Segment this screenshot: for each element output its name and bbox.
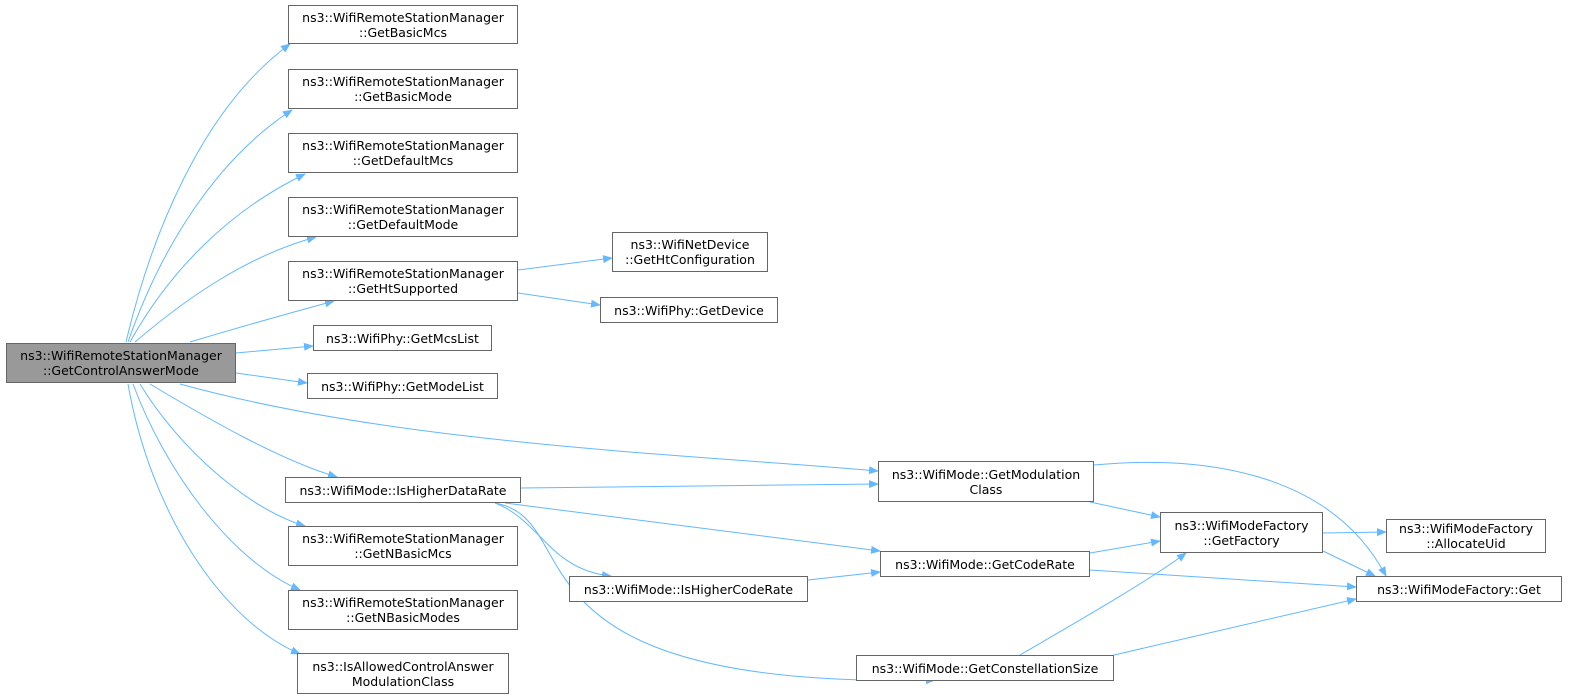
node-label-line: ns3::WifiRemoteStationManager bbox=[302, 595, 504, 610]
node-label-line: ns3::WifiRemoteStationManager bbox=[302, 138, 504, 153]
node-label-line: ::GetFactory bbox=[1203, 532, 1280, 548]
node-label-line: ns3::WifiRemoteStationManager bbox=[302, 531, 504, 546]
node-label-line: ns3::WifiRemoteStationManager bbox=[302, 266, 504, 281]
edge-isHigherDataRate-to-getModulationClass bbox=[520, 480, 879, 489]
edge-root-to-getDefaultMode bbox=[134, 235, 317, 343]
node-label-line: ::GetControlAnswerMode bbox=[43, 363, 199, 378]
node-label-line: ::GetBasicMode bbox=[354, 89, 452, 104]
node-label-line: ::GetNBasicModes bbox=[346, 610, 460, 625]
node-label-line: ns3::WifiRemoteStationManager bbox=[302, 9, 504, 25]
node-getModeList[interactable]: ns3::WifiPhy::GetModeList bbox=[307, 373, 498, 399]
edge-getModulationClass-to-factoryGet bbox=[1093, 461, 1387, 577]
edge-getConstellationSize-to-factoryGet bbox=[1113, 597, 1357, 656]
edge-getModulationClass-to-getFactory bbox=[1089, 501, 1161, 520]
node-label-line: ns3::WifiRemoteStationManager bbox=[302, 74, 504, 89]
edge-getHtSupported-to-getDevice bbox=[517, 292, 601, 308]
node-label-line: ::GetDefaultMode bbox=[347, 217, 459, 232]
node-allocateUid[interactable]: ns3::WifiModeFactory::AllocateUid bbox=[1386, 519, 1546, 553]
node-isHigherCodeRate[interactable]: ns3::WifiMode::IsHigherCodeRate bbox=[569, 576, 808, 602]
node-label-line: ns3::WifiMode::IsHigherCodeRate bbox=[583, 581, 794, 597]
edge-root-to-getModeList bbox=[235, 372, 308, 386]
node-label-line: ns3::WifiNetDevice bbox=[630, 237, 750, 252]
edge-getCodeRate-to-factoryGet bbox=[1089, 569, 1357, 591]
node-getFactory[interactable]: ns3::WifiModeFactory::GetFactory bbox=[1160, 512, 1323, 553]
node-label-line: ns3::WifiRemoteStationManager bbox=[20, 348, 222, 363]
node-getConstellationSize[interactable]: ns3::WifiMode::GetConstellationSize bbox=[856, 655, 1114, 681]
node-label-line: ::GetHtSupported bbox=[347, 281, 459, 296]
node-factoryGet[interactable]: ns3::WifiModeFactory::Get bbox=[1356, 576, 1562, 602]
node-getDevice[interactable]: ns3::WifiPhy::GetDevice bbox=[600, 297, 778, 323]
edge-root-to-getNBasicMcs bbox=[139, 383, 306, 528]
edge-root-to-getModulationClass bbox=[179, 383, 879, 475]
node-label-line: ::GetDefaultMcs bbox=[352, 153, 454, 168]
edge-root-to-isAllowed bbox=[127, 383, 301, 655]
edge-getFactory-to-allocateUid bbox=[1322, 528, 1387, 537]
node-getCodeRate[interactable]: ns3::WifiMode::GetCodeRate bbox=[880, 551, 1090, 577]
node-root: ns3::WifiRemoteStationManager::GetContro… bbox=[6, 343, 236, 383]
node-getDefaultMcs[interactable]: ns3::WifiRemoteStationManager::GetDefaul… bbox=[288, 133, 518, 173]
edge-root-to-getNBasicModes bbox=[132, 383, 301, 591]
node-label-line: ns3::WifiModeFactory::Get bbox=[1377, 581, 1541, 597]
node-label-line: ns3::WifiModeFactory bbox=[1174, 517, 1309, 533]
edge-root-to-getHtSupported bbox=[189, 299, 335, 343]
node-label-line: ns3::WifiModeFactory bbox=[1399, 521, 1533, 536]
node-label-line: Class bbox=[969, 481, 1003, 497]
edge-getCodeRate-to-getFactory bbox=[1089, 538, 1161, 554]
node-label-line: ns3::WifiPhy::GetMcsList bbox=[326, 330, 479, 346]
edge-isHigherDataRate-to-getCodeRate bbox=[504, 502, 881, 554]
node-label-line: ::GetBasicMcs bbox=[359, 24, 447, 40]
edge-getConstellationSize-to-getFactory bbox=[1019, 552, 1187, 656]
edge-root-to-getBasicMode bbox=[127, 109, 293, 343]
node-label-line: ModulationClass bbox=[351, 673, 455, 689]
node-label-line: ::AllocateUid bbox=[1426, 536, 1506, 551]
edge-isHigherCodeRate-to-getCodeRate bbox=[807, 569, 881, 581]
node-label-line: ns3::WifiMode::GetConstellationSize bbox=[871, 660, 1099, 676]
edge-isHigherDataRate-to-isHigherCodeRate bbox=[494, 502, 612, 580]
node-label-line: ns3::WifiMode::IsHigherDataRate bbox=[299, 482, 507, 498]
edge-root-to-getDefaultMcs bbox=[129, 173, 306, 343]
edge-root-to-getMcsList bbox=[235, 342, 314, 354]
edge-root-to-getBasicMcs bbox=[125, 43, 291, 343]
node-label-line: ns3::WifiRemoteStationManager bbox=[302, 202, 504, 217]
node-label-line: ns3::IsAllowedControlAnswer bbox=[312, 658, 494, 674]
node-getHtConfiguration[interactable]: ns3::WifiNetDevice::GetHtConfiguration bbox=[612, 232, 768, 272]
edge-getFactory-to-factoryGet bbox=[1322, 550, 1376, 577]
node-getBasicMcs[interactable]: ns3::WifiRemoteStationManager::GetBasicM… bbox=[288, 5, 518, 44]
node-label-line: ns3::WifiPhy::GetModeList bbox=[321, 378, 484, 394]
node-label-line: ::GetNBasicMcs bbox=[354, 546, 452, 561]
node-getBasicMode[interactable]: ns3::WifiRemoteStationManager::GetBasicM… bbox=[288, 69, 518, 109]
node-label-line: ns3::WifiPhy::GetDevice bbox=[614, 302, 764, 318]
node-getMcsList[interactable]: ns3::WifiPhy::GetMcsList bbox=[313, 325, 492, 351]
node-isHigherDataRate[interactable]: ns3::WifiMode::IsHigherDataRate bbox=[285, 477, 521, 503]
node-getNBasicModes[interactable]: ns3::WifiRemoteStationManager::GetNBasic… bbox=[288, 590, 518, 630]
node-getNBasicMcs[interactable]: ns3::WifiRemoteStationManager::GetNBasic… bbox=[288, 526, 518, 566]
node-label-line: ns3::WifiMode::GetModulation bbox=[891, 466, 1081, 482]
node-label-line: ns3::WifiMode::GetCodeRate bbox=[895, 556, 1075, 572]
node-getHtSupported[interactable]: ns3::WifiRemoteStationManager::GetHtSupp… bbox=[288, 261, 518, 301]
edge-getHtSupported-to-getHtConfiguration bbox=[517, 255, 613, 271]
edge-root-to-isHigherDataRate bbox=[149, 383, 338, 479]
node-label-line: ::GetHtConfiguration bbox=[625, 252, 755, 267]
node-getDefaultMode[interactable]: ns3::WifiRemoteStationManager::GetDefaul… bbox=[288, 197, 518, 237]
